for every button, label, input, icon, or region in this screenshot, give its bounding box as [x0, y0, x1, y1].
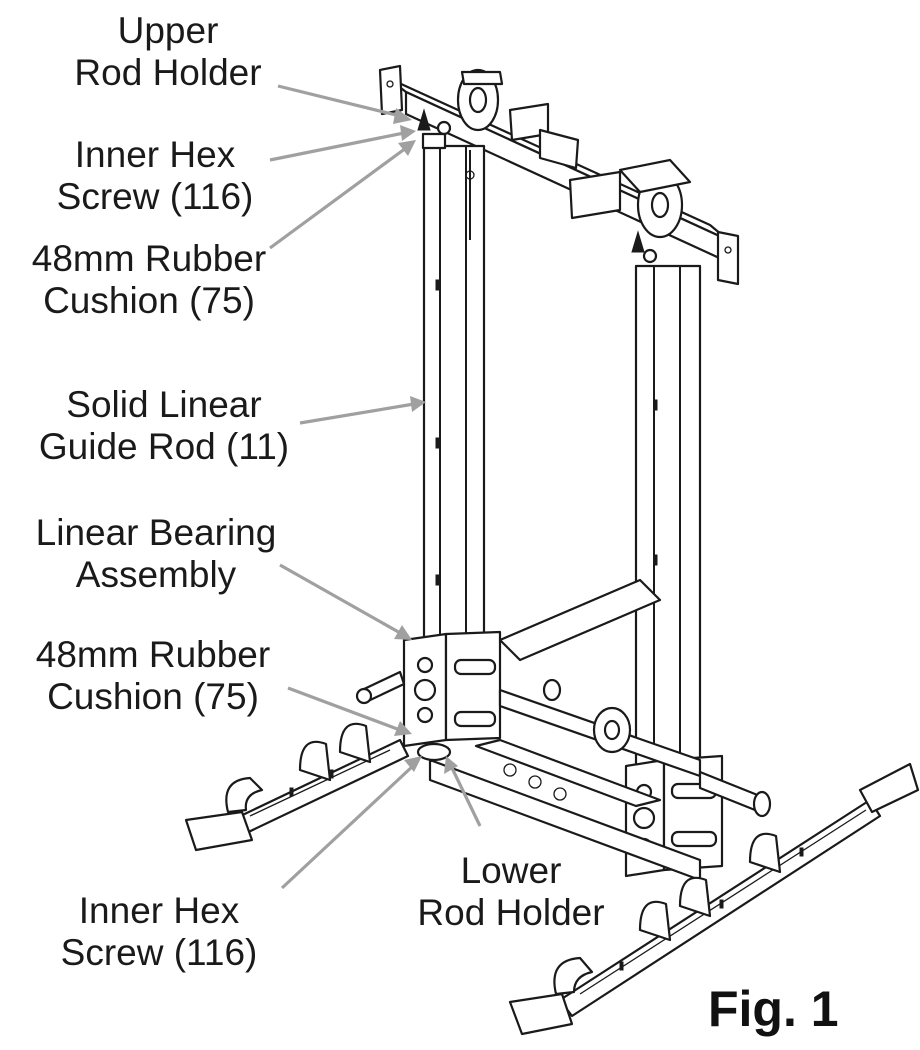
figure-number: Fig. 1 — [708, 981, 839, 1037]
label-rubber-cushion-top-line2: Cushion (75) — [43, 280, 255, 321]
label-rubber-cushion-bottom-line1: 48mm Rubber — [35, 634, 271, 675]
label-rubber-cushion-bottom: 48mm Rubber Cushion (75) — [10, 634, 296, 718]
callout-arrows — [269, 84, 482, 890]
top-crossbar — [378, 64, 740, 286]
label-bearing-assembly-line1: Linear Bearing — [35, 512, 277, 553]
label-lower-rod-holder-line1: Lower — [460, 850, 562, 891]
label-guide-rod-line1: Solid Linear — [66, 384, 262, 425]
label-guide-rod: Solid Linear Guide Rod (11) — [14, 384, 314, 468]
label-rubber-cushion-top: 48mm Rubber Cushion (75) — [6, 238, 292, 322]
label-rubber-cushion-bottom-line2: Cushion (75) — [47, 676, 259, 717]
label-inner-hex-screw-bottom: Inner Hex Screw (116) — [44, 890, 274, 974]
left-guide-rod-assembly — [355, 108, 502, 762]
label-upper-rod-holder-line1: Upper — [117, 10, 219, 51]
label-lower-rod-holder-line2: Rod Holder — [417, 892, 605, 933]
right-foot — [508, 762, 920, 1036]
label-inner-hex-screw-bottom-line2: Screw (116) — [60, 932, 258, 973]
label-upper-rod-holder: Upper Rod Holder — [48, 10, 288, 94]
label-guide-rod-line2: Guide Rod (11) — [38, 426, 290, 467]
label-inner-hex-screw-bottom-line1: Inner Hex — [78, 890, 240, 931]
base-frame — [428, 578, 772, 882]
left-foot — [184, 722, 410, 852]
label-inner-hex-screw-top: Inner Hex Screw (116) — [40, 134, 270, 218]
label-bearing-assembly-line2: Assembly — [75, 554, 237, 595]
label-lower-rod-holder: Lower Rod Holder — [396, 850, 626, 934]
label-bearing-assembly: Linear Bearing Assembly — [6, 512, 306, 596]
label-inner-hex-screw-top-line1: Inner Hex — [74, 134, 236, 175]
label-rubber-cushion-top-line1: 48mm Rubber — [31, 238, 267, 279]
label-inner-hex-screw-top-line2: Screw (116) — [56, 176, 254, 217]
label-upper-rod-holder-line2: Rod Holder — [74, 52, 262, 93]
